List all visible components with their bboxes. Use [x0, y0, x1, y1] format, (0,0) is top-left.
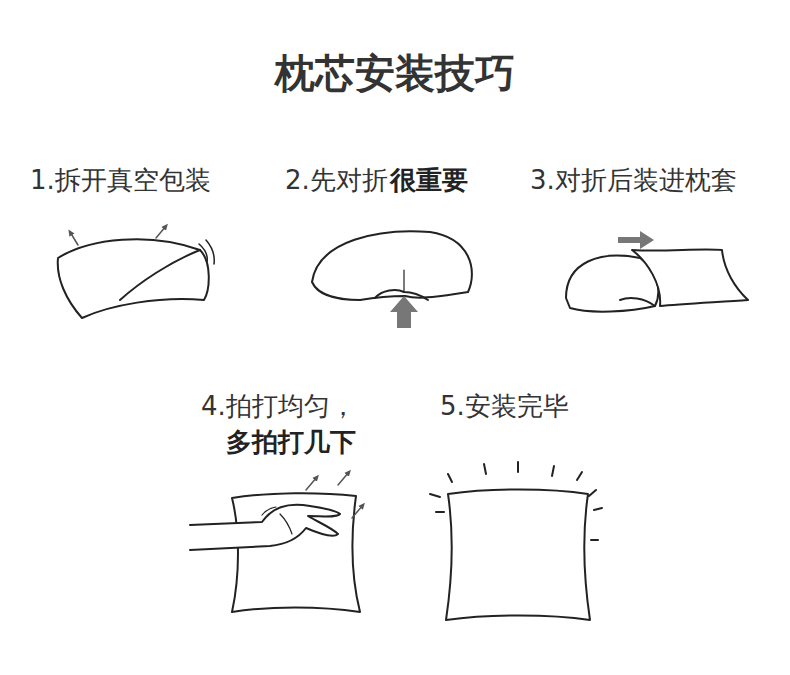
step-caption: 2.先对折	[285, 166, 388, 196]
step-caption: 1.拆开真空包装	[30, 166, 211, 196]
step-caption: 4.拍打均匀，	[201, 392, 356, 422]
pillow-into-case	[566, 231, 748, 312]
step-caption: 很重要	[390, 166, 468, 196]
pillow-folding	[312, 231, 472, 328]
pillow-unpacked	[58, 226, 214, 318]
pillow-finished	[430, 462, 602, 620]
page-title: 枕芯安装技巧	[275, 50, 515, 96]
pillow-patting	[190, 472, 363, 612]
step-caption: 3.对折后装进枕套	[530, 166, 737, 196]
step-caption: 5.安装完毕	[440, 392, 569, 422]
step-caption: 多拍打几下	[226, 428, 356, 458]
